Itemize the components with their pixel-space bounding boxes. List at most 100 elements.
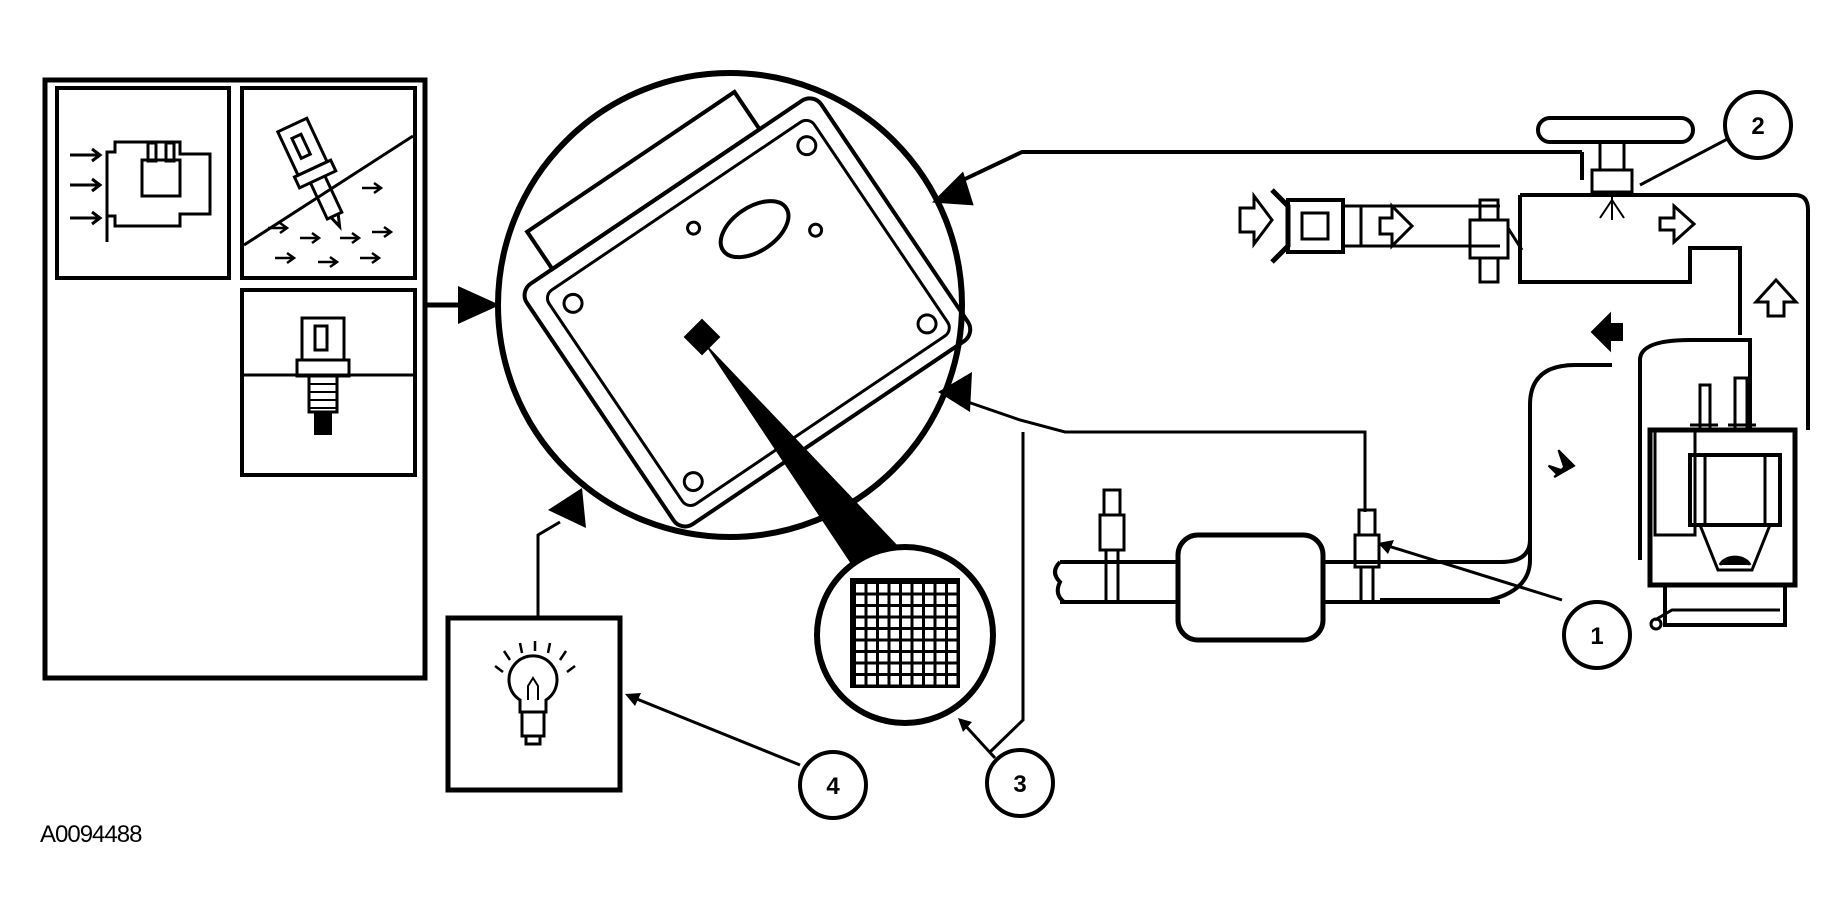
chip-grid-cell [879,641,888,650]
chip-grid-cell [867,618,876,627]
chip-grid-cell [936,584,945,593]
chip-grid-cell [948,607,957,616]
chip-grid-cell [902,630,911,639]
chip-grid-cell [890,676,899,685]
chip-grid-cell [913,618,922,627]
chip-grid-cell [890,630,899,639]
chip-grid-cell [925,653,934,662]
chip-magnifier [814,544,996,726]
chip-grid-cell [948,653,957,662]
chip-grid-cell [936,653,945,662]
lamp-arrowhead [548,488,586,528]
chip-grid-cell [867,676,876,685]
chip-grid-cell [913,664,922,673]
chip-grid-cell [902,618,911,627]
callout-3-label: 3 [1013,771,1026,798]
chip-grid-cell [856,607,865,616]
chip-grid-cell [925,676,934,685]
chip-grid-cell [890,584,899,593]
sensor-panel [42,77,428,681]
chip-grid-cell [936,618,945,627]
chip-grid-cell [948,676,957,685]
chip-grid-cell [867,584,876,593]
chip-grid-cell [925,584,934,593]
engine-system [1053,116,1810,643]
callout-2: 2 [1639,90,1793,187]
chip-grid-cell [856,630,865,639]
chip-grid-cell [890,595,899,604]
pcm-connector [524,89,763,272]
chip-grid-cell [879,584,888,593]
chip-grid-cell [890,641,899,650]
sensor-1-line [961,398,1367,512]
chip-grid-cell [936,641,945,650]
chip-grid-cell [867,653,876,662]
chip-grid-cell [925,607,934,616]
chip-grid-cell [867,630,876,639]
temp-probe-box [240,86,417,280]
sensor-1-arrowhead [938,372,972,412]
figure-id: A0094488 [40,821,142,848]
chip-grid-cell [925,630,934,639]
chip-grid-cell [936,595,945,604]
chip-grid-cell [936,607,945,616]
callout-3: 3 [958,432,1055,818]
chip-grid-cell [936,630,945,639]
chip-grid-cell [902,584,911,593]
chip-grid-cell [948,664,957,673]
chip-grid-cell [867,641,876,650]
chip-grid-cell [856,664,865,673]
chip-grid-cell [902,607,911,616]
sensor-2-arrowhead [931,171,974,206]
chip-grid-cell [856,584,865,593]
pcm-chip [683,318,721,356]
chip-grid-cell [902,664,911,673]
chip-grid-cell [913,653,922,662]
chip-grid-cell [890,653,899,662]
chip-grid-cell [925,664,934,673]
chip-grid-cell [879,618,888,627]
chip-grid-cell [867,607,876,616]
chip-grid-cell [856,641,865,650]
chip-grid-cell [879,630,888,639]
chip-grid-cell [867,595,876,604]
callout-4: 4 [625,693,868,820]
chip-grid-cell [890,607,899,616]
chip-grid-cell [948,630,957,639]
chip-grid-cell [913,630,922,639]
threaded-sensor-box [240,288,417,477]
chip-grid-cell [879,607,888,616]
chip-grid-cell [936,676,945,685]
chip-grid-cell [890,618,899,627]
chip-grid-cell [948,595,957,604]
chip-grid-cell [948,641,957,650]
chip-grid-cell [856,618,865,627]
chip-grid-cell [925,595,934,604]
callout-1: 1 [1378,540,1632,670]
chip-grid-cell [856,676,865,685]
callout-2-label: 2 [1751,113,1764,140]
chip-grid-cell [925,618,934,627]
chip-grid-cell [948,584,957,593]
chip-grid-cell [879,676,888,685]
chip-grid-cell [902,595,911,604]
chip-grid-cell [913,584,922,593]
chip-grid-cell [913,676,922,685]
chip-grid-cell [867,664,876,673]
maf-sensor-box [55,86,231,280]
panel-to-pcm-arrow [425,286,500,324]
chip-grid-cell [902,653,911,662]
chip-grid-cell [913,641,922,650]
chip-grid-cell [925,641,934,650]
sensor-2-line [962,150,1584,182]
chip-grid-cell [879,595,888,604]
chip-grid-cell [879,664,888,673]
chip-grid-cell [913,595,922,604]
chip-grid-cell [948,618,957,627]
chip-grid-cell [890,664,899,673]
chip-grid-cell [856,595,865,604]
bulb-icon [494,641,576,746]
callout-1-label: 1 [1590,623,1603,650]
